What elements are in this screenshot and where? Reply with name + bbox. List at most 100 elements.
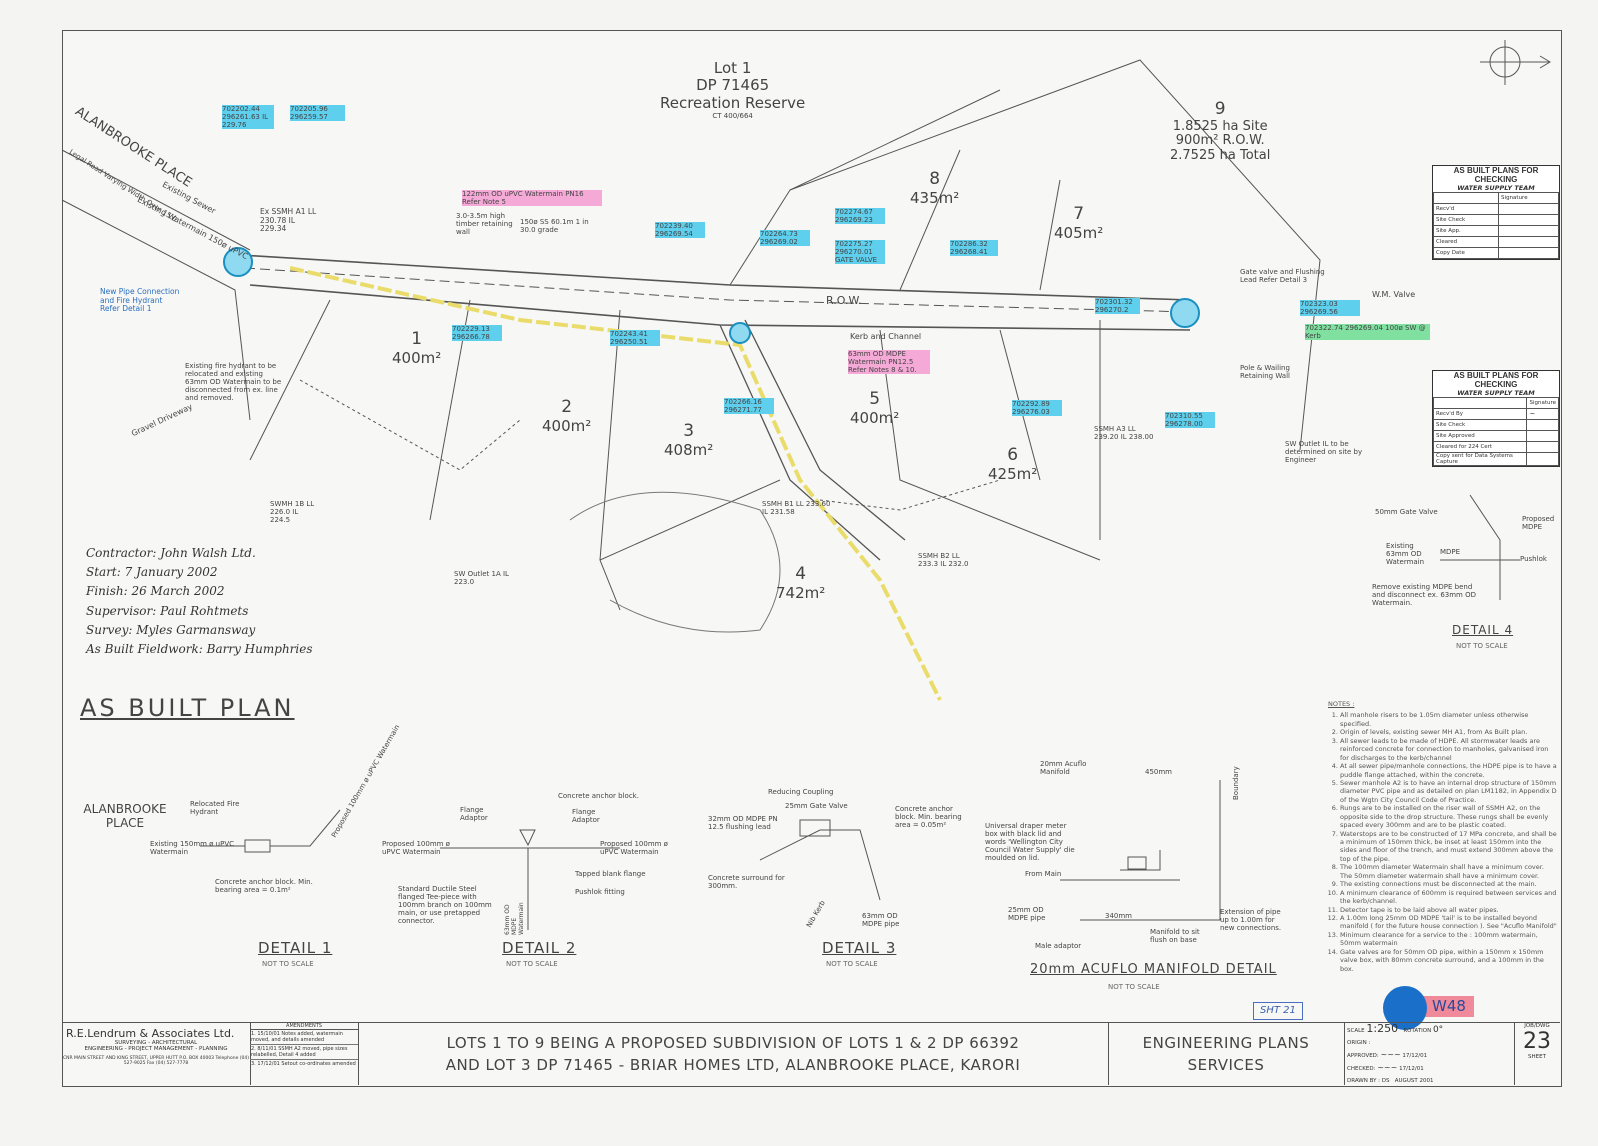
detail-label: Concrete anchor block. Min. bearing area… bbox=[895, 805, 962, 830]
detail-label: Pushlok bbox=[1520, 555, 1547, 563]
stamp-row: Cleared bbox=[1432, 236, 1500, 248]
stamp-title: AS BUILT PLANS FOR CHECKING bbox=[1453, 166, 1539, 184]
acuflo-detail-title: 20mm ACUFLO MANIFOLD DETAIL bbox=[1030, 962, 1277, 977]
detail-1-title: DETAIL 1 bbox=[258, 939, 333, 957]
signature-mark: ~~~ bbox=[1377, 1063, 1398, 1072]
lot-number: 8 bbox=[929, 169, 941, 189]
project-line: LOTS 1 TO 9 BEING A PROPOSED SUBDIVISION… bbox=[446, 1034, 1020, 1052]
approved-date: 17/12/01 bbox=[1402, 1053, 1428, 1059]
checking-stamp: AS BUILT PLANS FOR CHECKING WATER SUPPLY… bbox=[1432, 370, 1560, 467]
detail-label: Existing 150mm ø uPVC Watermain bbox=[150, 840, 235, 857]
sw-outlet-note: SW Outlet IL to be determined on site by… bbox=[1285, 440, 1363, 465]
note-item: Minimum clearance for a service to the :… bbox=[1340, 931, 1558, 948]
detail-label: 63mm OD MDPE Watermain bbox=[504, 902, 525, 935]
detail-label: Tapped blank flange bbox=[575, 870, 646, 878]
plan-type-line: ENGINEERING PLANS bbox=[1142, 1034, 1310, 1052]
stamp-title: AS BUILT PLANS FOR CHECKING bbox=[1453, 371, 1539, 389]
note-item: Waterstops are to be constructed of 17 M… bbox=[1340, 830, 1558, 864]
lot-number: 3 bbox=[683, 421, 695, 441]
coordinate-callout: 702274.67 296269.23 bbox=[835, 208, 885, 225]
amendments-block: AMENDMENTS 1. 15/10/01 Notes added, wate… bbox=[250, 1023, 359, 1085]
reserve-name: Recreation Reserve bbox=[660, 93, 806, 112]
scale-label: SCALE bbox=[1347, 1028, 1365, 1034]
sheet-number-block: JOB/DWG 23 SHEET bbox=[1514, 1023, 1560, 1085]
coordinate-callout: 702292.89 296276.03 bbox=[1012, 400, 1062, 417]
lot-number: 6 bbox=[1007, 445, 1019, 465]
stamp-row: Site App. bbox=[1432, 225, 1500, 237]
fieldwork-line: As Built Fieldwork: Barry Humphries bbox=[86, 641, 313, 656]
detail-label: Extension of pipe up to 1.00m for new co… bbox=[1220, 908, 1282, 933]
rotation-value: 0° bbox=[1432, 1025, 1444, 1035]
amendment-item: 3. 17/12/01 Setout co-ordinates amended bbox=[251, 1061, 356, 1067]
new-pipe-note: New Pipe Connection and Fire Hydrant Ref… bbox=[100, 287, 180, 314]
plan-title: AS BUILT PLAN bbox=[80, 694, 295, 722]
detail-label: Concrete anchor block. Min. bearing area… bbox=[215, 878, 313, 895]
contractor-info: Contractor: John Walsh Ltd. Start: 7 Jan… bbox=[86, 544, 313, 659]
coordinate-callout: 702275.27 296270.01 GATE VALVE bbox=[835, 240, 885, 265]
detail-label: Standard Ductile Steel flanged Tee-piece… bbox=[398, 885, 492, 926]
drawing-info: SCALE 1:250 ROTATION 0° ORIGIN : APPROVE… bbox=[1344, 1023, 1515, 1085]
row-branch-south bbox=[744, 319, 906, 541]
note-item: Detector tape is to be laid above all wa… bbox=[1340, 906, 1558, 914]
plan-type-line: SERVICES bbox=[1187, 1055, 1265, 1074]
lot-number: 1 bbox=[411, 329, 423, 349]
checking-stamp: AS BUILT PLANS FOR CHECKING WATER SUPPLY… bbox=[1432, 165, 1560, 260]
detail-label: Male adaptor bbox=[1035, 942, 1082, 950]
project-line: AND LOT 3 DP 71465 - BRIAR HOMES LTD, AL… bbox=[445, 1055, 1021, 1074]
lot-number: 7 bbox=[1073, 204, 1085, 224]
title-block: R.E.Lendrum & Associates Ltd. SURVEYING … bbox=[62, 1022, 1560, 1085]
reserve-lot: Lot 1 bbox=[713, 59, 752, 77]
firm-address: CNR MAIN STREET AND KING STREET, UPPER H… bbox=[62, 1056, 250, 1066]
survey-line: Survey: Myles Garmansway bbox=[86, 622, 256, 637]
firm-services: ENGINEERING - PROJECT MANAGEMENT - PLANN… bbox=[84, 1046, 228, 1052]
lot-number: 9 bbox=[1214, 99, 1226, 119]
project-title: LOTS 1 TO 9 BEING A PROPOSED SUBDIVISION… bbox=[358, 1023, 1109, 1085]
detail-dimension: 340mm bbox=[1105, 912, 1132, 920]
signature-mark: ~ bbox=[1526, 408, 1559, 420]
row-label: R.O.W. bbox=[826, 294, 862, 307]
note-item: A 1.00m long 25mm OD MDPE 'tail' is to b… bbox=[1340, 914, 1558, 931]
firm-services: SURVEYING - ARCHITECTURAL bbox=[114, 1040, 198, 1046]
coordinate-callout: 702202.44 296261.63 IL 229.76 bbox=[222, 105, 274, 130]
detail-label: Universal draper meter box with black li… bbox=[985, 822, 1075, 863]
ssmh-b2-label: SSMH B2 LL 233.3 IL 232.0 bbox=[918, 552, 969, 569]
note-item: All sewer leads to be made of HDPE. All … bbox=[1340, 737, 1558, 762]
coordinate-callout: 702264.73 296269.02 bbox=[760, 230, 810, 247]
detail-label: From Main bbox=[1025, 870, 1062, 878]
detail-label: 50mm Gate Valve bbox=[1375, 508, 1438, 516]
lot-area: 742m² bbox=[776, 583, 826, 602]
sheet-number: 23 bbox=[1523, 1029, 1551, 1054]
detail-label: Proposed 100mm ø uPVC Watermain bbox=[382, 840, 450, 857]
plan-type: ENGINEERING PLANS SERVICES bbox=[1108, 1023, 1345, 1085]
detail-label: 20mm Acuflo Manifold bbox=[1040, 760, 1087, 777]
stamp-row: Site Check bbox=[1432, 419, 1528, 431]
kerb-label: Kerb and Channel bbox=[850, 332, 922, 341]
drawing-sheet bbox=[62, 30, 1562, 1087]
note-item: At all sewer pipe/manhole connections, t… bbox=[1340, 762, 1558, 779]
stamp-row: Recv'd bbox=[1432, 203, 1500, 215]
detail-3-scale: NOT TO SCALE bbox=[826, 960, 878, 968]
amendment-item: 2. 8/11/01 SSMH A2 moved, pipe sizes rel… bbox=[250, 1045, 358, 1060]
supervisor-line: Supervisor: Paul Rohtmets bbox=[86, 603, 249, 618]
detail-label: 63mm OD MDPE pipe bbox=[862, 912, 900, 929]
sewer-line bbox=[244, 267, 1191, 313]
finish-line: Finish: 26 March 2002 bbox=[86, 584, 225, 599]
detail-label: 25mm Gate Valve bbox=[785, 802, 848, 810]
detail-label: Existing 63mm OD Watermain bbox=[1386, 542, 1425, 567]
rotation-label: ROTATION bbox=[1403, 1028, 1432, 1034]
lot-area: 400m² bbox=[850, 408, 900, 427]
detail-label: MDPE bbox=[1440, 548, 1461, 556]
note-item: Sewer manhole A2 is to have an internal … bbox=[1340, 779, 1558, 804]
acuflo-detail-scale: NOT TO SCALE bbox=[1108, 983, 1160, 991]
lot-number: 5 bbox=[869, 389, 881, 409]
start-line: Start: 7 January 2002 bbox=[86, 565, 218, 580]
lot-area: 1.8525 ha Site bbox=[1172, 118, 1268, 134]
approved-label: APPROVED: bbox=[1347, 1053, 1379, 1059]
drawn-date: AUGUST 2001 bbox=[1394, 1078, 1434, 1084]
